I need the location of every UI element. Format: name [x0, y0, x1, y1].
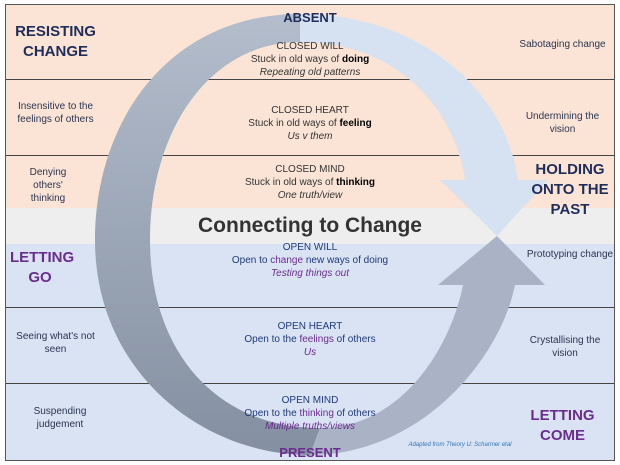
- left-label-letting-go: LETTING GO: [10, 249, 75, 286]
- italic: Testing things out: [270, 268, 350, 279]
- right-label: Undermining the vision: [525, 111, 600, 135]
- right-label: Prototyping change: [526, 249, 614, 260]
- row-open-heart: [5, 308, 615, 384]
- key: feelings: [299, 334, 334, 345]
- italic: Us: [303, 347, 317, 358]
- left-arc: [95, 14, 320, 455]
- ascending-arrow: [310, 236, 545, 455]
- text: of others: [333, 408, 376, 419]
- line: Stuck in old ways of doing: [180, 53, 440, 66]
- text: Stuck in old ways of: [244, 177, 337, 188]
- text: Open to the: [244, 408, 300, 419]
- text: Stuck in old ways of: [250, 54, 342, 65]
- left-label-resisting-change: RESISTING CHANGE: [15, 23, 96, 60]
- key: feeling: [339, 118, 372, 129]
- heading: OPEN MIND: [281, 395, 339, 406]
- italic: Multiple truths/views: [264, 421, 356, 432]
- page-title: Connecting to Change: [198, 214, 422, 237]
- heading: OPEN HEART: [277, 321, 343, 332]
- row-closed-heart: [5, 80, 615, 156]
- left-label: Denying others' thinking: [29, 167, 67, 204]
- text: Stuck in old ways of: [248, 118, 340, 129]
- right-label: Sabotaging change: [519, 39, 606, 50]
- left-label: Suspending judgement: [33, 406, 87, 430]
- line: Stuck in old ways of thinking: [180, 176, 440, 189]
- key: change: [270, 255, 304, 266]
- text: of others: [333, 334, 376, 345]
- heading: CLOSED HEART: [271, 105, 349, 116]
- italic: One truth/view: [277, 190, 343, 201]
- italic: Repeating old patterns: [259, 67, 361, 78]
- right-label-letting-come: LETTING COME: [530, 407, 595, 444]
- credit: Adapted from Theory U: Scharmer etal: [408, 442, 512, 448]
- line: Open to change new ways of doing: [180, 254, 440, 267]
- text: Open to the: [244, 334, 300, 345]
- text: Open to: [231, 255, 271, 266]
- text: new ways of doing: [303, 255, 389, 266]
- heading: CLOSED MIND: [275, 164, 345, 175]
- heading: CLOSED WILL: [276, 41, 344, 52]
- left-label: Insensitive to the feelings of others: [17, 101, 94, 125]
- right-label: Crystallising the vision: [529, 335, 601, 359]
- line: Stuck in old ways of feeling: [180, 117, 440, 130]
- left-label: Seeing what's not seen: [16, 331, 95, 355]
- heading: OPEN WILL: [282, 242, 338, 253]
- key: thinking: [299, 408, 334, 419]
- key: doing: [341, 54, 370, 65]
- line: Open to the thinking of others: [180, 407, 440, 420]
- present-label: PRESENT: [279, 445, 341, 460]
- italic: Us v them: [287, 131, 333, 142]
- frame: [5, 4, 615, 461]
- right-label-holding-onto-past: HOLDING ONTO THE PAST: [531, 161, 609, 218]
- key: thinking: [336, 177, 376, 188]
- descending-arrow-light: [300, 14, 548, 236]
- absent-label: ABSENT: [283, 10, 337, 25]
- line: Open to the feelings of others: [180, 333, 440, 346]
